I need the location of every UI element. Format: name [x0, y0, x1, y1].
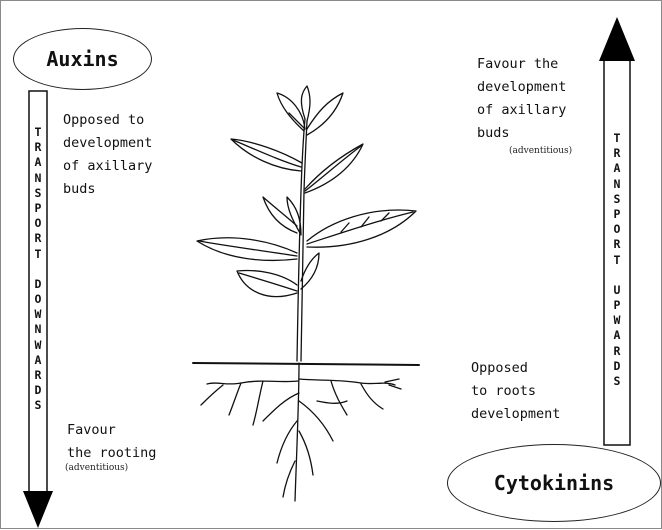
transport-letter: D [610, 359, 624, 374]
transport-letter: T [610, 253, 624, 268]
transport-letter: T [610, 131, 624, 146]
transport-letter: W [610, 313, 624, 328]
transport-letter: N [31, 322, 45, 337]
transport-letter: A [31, 155, 45, 170]
transport-letter: R [31, 368, 45, 383]
plant-illustration [193, 86, 419, 501]
transport-letter [31, 262, 45, 277]
cytokinins-adventitious-note: (adventitious) [509, 146, 572, 156]
transport-letter: U [610, 283, 624, 298]
transport-letter: S [610, 192, 624, 207]
cytokinins-label-text: Cytokinins [494, 471, 614, 495]
auxins-label: Auxins [13, 28, 152, 90]
cytokinins-roots-note: Opposed to roots development [471, 357, 560, 426]
cytokinins-label: Cytokinins [447, 444, 661, 522]
transport-letter: N [610, 177, 624, 192]
transport-letter: A [610, 161, 624, 176]
auxins-axillary-note: Opposed to development of axillary buds [63, 109, 152, 201]
auxins-label-text: Auxins [46, 47, 118, 71]
transport-letter: S [31, 186, 45, 201]
transport-letter: P [610, 298, 624, 313]
transport-letter: R [31, 231, 45, 246]
transport-letter: R [31, 140, 45, 155]
transport-letter: D [31, 383, 45, 398]
transport-letter: R [610, 344, 624, 359]
transport-letter: T [31, 247, 45, 262]
transport-letter: R [610, 237, 624, 252]
transport-letter: T [31, 125, 45, 140]
transport-letter: S [610, 374, 624, 389]
auxins-adventitious-note: (adventitious) [65, 463, 128, 473]
auxins-rooting-note: Favour the rooting [67, 419, 156, 465]
transport-letter: D [31, 277, 45, 292]
transport-letter: P [610, 207, 624, 222]
transport-letter: O [31, 292, 45, 307]
transport-letter: R [610, 146, 624, 161]
cytokinins-axillary-note: Favour the development of axillary buds [477, 53, 566, 145]
transport-letter [610, 268, 624, 283]
transport-letter: S [31, 398, 45, 413]
transport-letter: O [610, 222, 624, 237]
transport-letter: O [31, 216, 45, 231]
transport-letter: W [31, 307, 45, 322]
transport-letter: A [31, 353, 45, 368]
transport-letter: N [31, 171, 45, 186]
transport-letter: W [31, 338, 45, 353]
transport-letter: A [610, 328, 624, 343]
transport-letter: P [31, 201, 45, 216]
